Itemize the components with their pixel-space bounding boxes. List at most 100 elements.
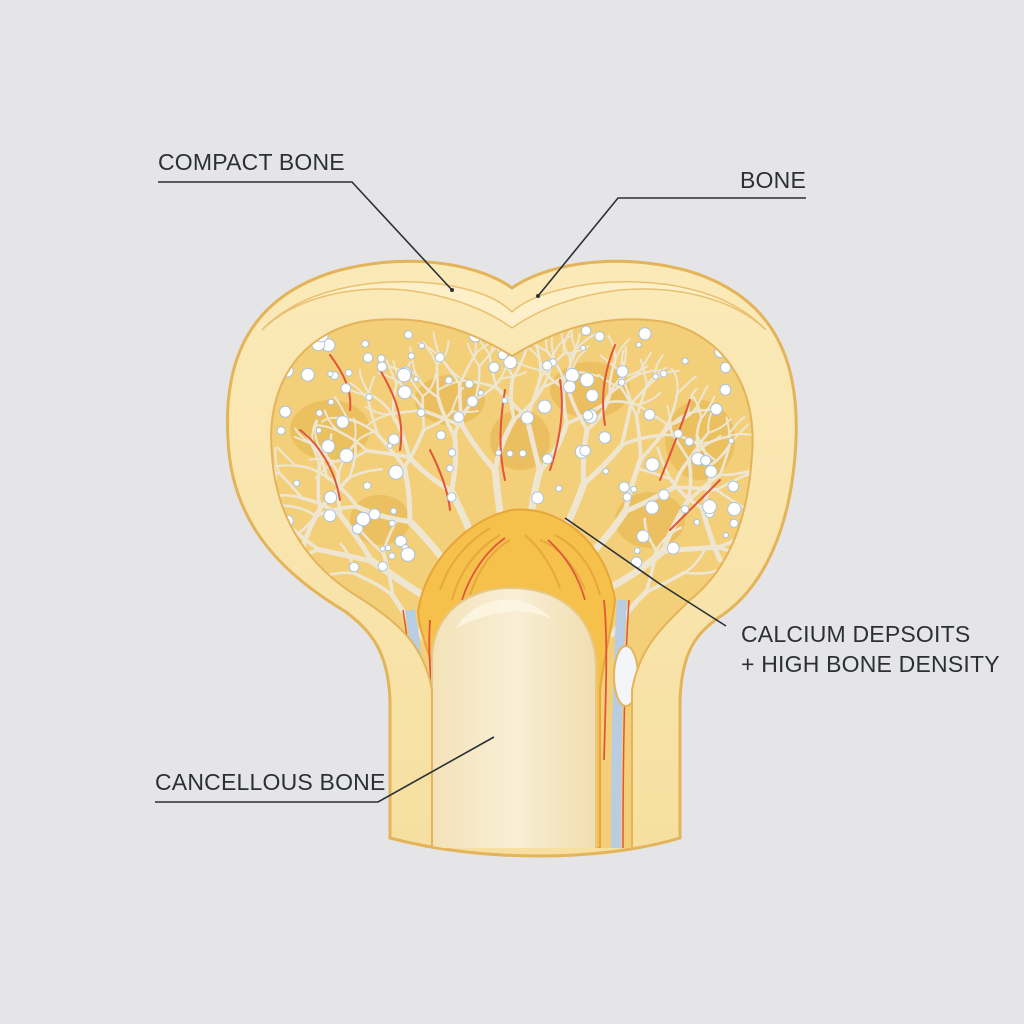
trabecula: [314, 419, 320, 448]
calcium-crystal: [645, 457, 660, 472]
trabecula: [274, 447, 281, 475]
trabecula: [619, 401, 633, 447]
calcium-crystal: [394, 535, 407, 548]
trabecula: [690, 393, 702, 420]
trabecula: [499, 370, 528, 380]
trabecula: [634, 414, 643, 461]
calcium-crystal: [377, 354, 386, 363]
calcium-crystal: [564, 367, 580, 383]
calcium-crystal: [635, 341, 642, 348]
trabecula: [683, 545, 708, 574]
trabecula: [637, 467, 672, 481]
calcium-crystal: [377, 561, 388, 572]
calcium-crystal: [729, 518, 739, 528]
trabecula: [444, 362, 466, 382]
calcium-crystal: [622, 492, 632, 502]
calcium-crystal: [638, 327, 652, 341]
trabecula: [219, 553, 245, 558]
trabecula: [562, 344, 590, 355]
calcium-crystal: [531, 491, 544, 505]
trabecula: [528, 347, 544, 372]
trabecula: [552, 335, 572, 358]
calcium-crystal: [673, 429, 683, 439]
calcium-crystal: [327, 370, 334, 378]
calcium-crystal: [363, 481, 372, 490]
calcium-crystal: [702, 499, 717, 515]
calcium-crystal: [585, 388, 599, 403]
trabecula: [402, 427, 426, 469]
trabecula: [781, 586, 792, 609]
trabecula: [668, 477, 705, 510]
calcium-crystal: [710, 402, 723, 416]
trabecula: [517, 361, 544, 372]
label-cancellous-bone: CANCELLOUS BONE: [155, 769, 386, 795]
trabecula: [460, 424, 498, 474]
trabecula: [656, 446, 672, 481]
leader-cancellous: [155, 736, 495, 803]
trabecula: [348, 443, 357, 479]
calcium-crystal: [580, 344, 587, 351]
calcium-crystal: [579, 444, 591, 457]
trabecula: [788, 527, 809, 542]
calcium-crystal: [407, 352, 416, 360]
trabecula: [745, 454, 753, 477]
trabecula: [790, 554, 814, 564]
calcium-crystal: [365, 393, 373, 401]
trabecula: [315, 547, 375, 564]
trabecula: [375, 432, 407, 469]
trabecula: [381, 551, 395, 598]
trabecula: [665, 392, 679, 428]
calcium-crystal: [368, 508, 381, 521]
trabecula: [338, 513, 375, 564]
label-compact-bone: COMPACT BONE: [158, 149, 345, 175]
trabecula: [346, 417, 379, 436]
trabecula: [271, 465, 281, 475]
trabecula: [655, 526, 683, 552]
calcium-crystal: [447, 448, 457, 457]
calcium-crystal: [348, 561, 360, 573]
calcium-crystal: [555, 485, 563, 492]
trabecula: [575, 332, 598, 351]
calcium-crystal: [315, 409, 324, 417]
calcium-crystal: [390, 507, 398, 515]
calcium-crystal: [495, 449, 502, 457]
trabecula: [435, 362, 440, 399]
trabecula: [629, 378, 656, 405]
trabecula: [354, 504, 413, 524]
calcium-crystal: [452, 411, 465, 423]
calcium-crystal: [361, 339, 370, 348]
trabecula: [581, 442, 625, 487]
trabecula: [675, 375, 697, 396]
trabecula: [745, 472, 753, 477]
trabecula: [421, 408, 465, 429]
calcium-crystal: [630, 485, 638, 493]
calcium-crystal: [379, 545, 386, 552]
calcium-crystal: [719, 383, 732, 396]
calcium-crystal: [542, 360, 553, 371]
trabecula: [644, 570, 687, 594]
calcium-crystal: [466, 395, 479, 408]
calcium-crystal: [323, 509, 337, 523]
calcium-crystal: [388, 433, 400, 446]
calcium-crystal: [594, 331, 605, 342]
calcium-crystal: [293, 479, 301, 487]
trabecula: [294, 464, 329, 479]
calcium-crystal: [388, 464, 404, 480]
trabecula: [687, 431, 710, 461]
calcium-crystal: [658, 489, 670, 501]
trabecula: [597, 373, 622, 389]
trabecula: [283, 504, 318, 518]
label-high-bone-density: + HIGH BONE DENSITY: [741, 651, 1000, 677]
calcium-crystal: [279, 405, 292, 418]
medullary-canal: [431, 586, 597, 848]
trabecula: [278, 472, 304, 500]
trabecula: [406, 454, 454, 494]
trabecula: [509, 375, 516, 422]
calcium-crystal: [518, 449, 527, 458]
calcium-crystal: [537, 399, 552, 414]
calcium-crystal: [436, 430, 446, 441]
trabecula: [699, 505, 723, 563]
trabecula: [696, 435, 729, 454]
